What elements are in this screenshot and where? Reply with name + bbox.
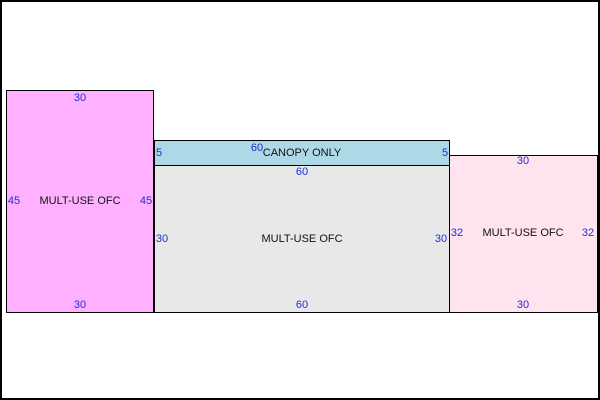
canopy-label: CANOPY ONLY [262,147,342,159]
center-office-area[interactable] [154,165,450,313]
left-office-dim-top: 30 [73,92,87,104]
left-office-area[interactable] [6,90,154,313]
left-office-label: MULT-USE OFC [39,195,121,207]
right-office-label: MULT-USE OFC [482,227,564,239]
left-office-dim-right: 45 [139,195,153,207]
left-office-dim-bottom: 30 [73,299,87,311]
center-office-dim-right: 30 [434,233,448,245]
center-office-dim-top: 60 [295,166,309,178]
right-office-area[interactable] [449,155,598,313]
right-office-dim-bottom: 30 [516,299,530,311]
right-office-dim-left: 32 [450,227,464,239]
left-office-dim-left: 45 [7,195,21,207]
right-office-dim-top: 30 [516,155,530,167]
canopy-dim-top: 60 [250,142,264,154]
center-office-dim-left: 30 [155,233,169,245]
center-office-dim-bottom: 60 [295,299,309,311]
right-office-dim-right: 32 [581,227,595,239]
canopy-area[interactable] [154,140,450,166]
canopy-dim-right: 5 [441,147,449,159]
canopy-dim-left: 5 [155,147,163,159]
center-office-label: MULT-USE OFC [261,233,343,245]
